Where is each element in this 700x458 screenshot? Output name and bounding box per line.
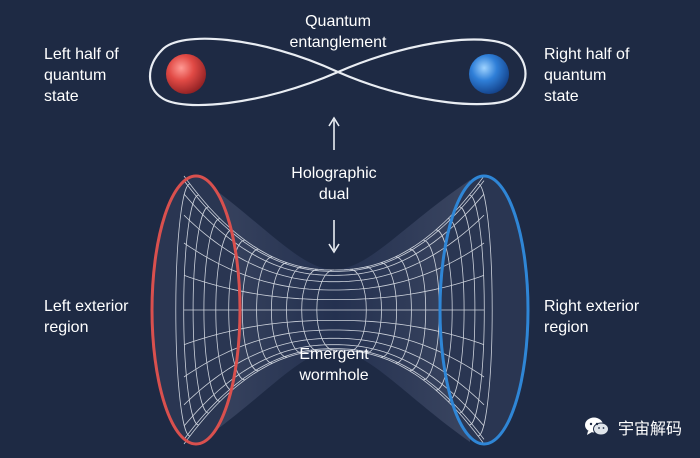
grid-ring — [349, 268, 367, 352]
grid-ring — [271, 262, 288, 358]
emergent-wormhole-label: Emergent wormhole — [299, 346, 369, 384]
grid-ring — [183, 194, 199, 426]
grid-ring — [435, 229, 453, 391]
grid-ring — [478, 183, 493, 437]
quantum-entanglement-label: Quantum entanglement — [289, 13, 387, 51]
wormhole-body — [150, 174, 530, 446]
grid-ring — [228, 239, 245, 381]
right-mouth-rim — [438, 174, 530, 446]
right-exterior-label: Right exterior region — [544, 298, 640, 336]
grid-line — [183, 180, 485, 272]
left-state-label: Left half of quantum state — [44, 46, 119, 105]
watermark-text: 宇宙解码 — [618, 419, 683, 438]
grid-line — [183, 320, 485, 346]
grid-line — [183, 274, 485, 300]
grid-ring — [192, 206, 209, 414]
grid-ring — [203, 218, 221, 402]
left-qubit-sphere — [166, 54, 206, 94]
right-qubit-sphere — [469, 54, 509, 94]
left-mouth-rim — [150, 174, 242, 446]
grid-ring — [175, 183, 190, 437]
left-exterior-label: Left exterior region — [44, 298, 129, 336]
holographic-arrow — [328, 116, 340, 254]
grid-line — [183, 242, 485, 291]
grid-ring — [365, 266, 382, 354]
grid-ring — [459, 206, 476, 414]
entanglement-loop — [148, 37, 527, 107]
watermark: 宇宙解码 — [584, 414, 682, 440]
grid-ring — [395, 256, 412, 364]
grid-ring — [380, 262, 397, 358]
holographic-dual-label: Holographic dual — [291, 165, 377, 203]
grid-ring — [286, 266, 303, 354]
grid-line — [183, 348, 485, 440]
grid-ring — [256, 256, 273, 364]
grid-ring — [241, 248, 259, 372]
grid-ring — [469, 194, 485, 426]
wechat-icon — [585, 417, 609, 436]
grid-ring — [301, 268, 319, 352]
grid-ring — [316, 269, 335, 351]
grid-line — [183, 214, 485, 283]
right-state-label: Right half of quantum state — [544, 46, 630, 105]
grid-ring — [447, 218, 465, 402]
grid-line — [183, 329, 485, 378]
grid-ring — [409, 248, 427, 372]
grid-ring — [215, 229, 233, 391]
grid-line — [183, 337, 485, 406]
